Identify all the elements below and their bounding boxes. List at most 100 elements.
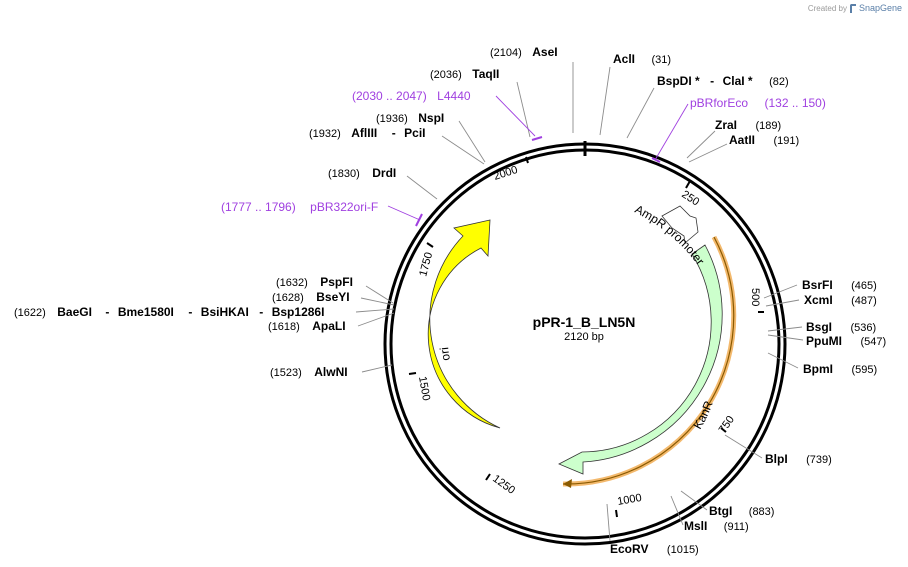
enzyme-bme1580i-name: Bme1580I — [118, 305, 174, 319]
ori-feature-label-path: ori — [437, 346, 453, 361]
tick-label-2000: 2000 — [492, 164, 519, 183]
enzyme-ecorv-pos: (1015) — [667, 544, 699, 556]
enzyme-aatii-name: AatII — [729, 133, 755, 147]
connector-bseyi — [360, 297, 395, 306]
ori-feature-label: ori — [437, 346, 453, 361]
enzyme-drdi-label: (1830) DrdI — [328, 164, 396, 181]
connector-ppumi — [767, 334, 804, 341]
tick-mark-1750 — [426, 242, 434, 248]
enzyme-aatii-pos: (191) — [773, 135, 799, 147]
enzyme-nspi-pos: (1936) — [376, 113, 408, 125]
enzyme-aatii-label: AatII (191) — [729, 131, 799, 148]
enzyme-bsp1286i-name: Bsp1286I — [272, 305, 325, 319]
tick-label-250: 250 — [679, 188, 701, 208]
enzyme-apali-pos: (1618) — [268, 321, 300, 333]
enzyme-baegi-sep: - — [105, 305, 109, 319]
enzyme-bsihkai-name: BsiHKAI — [201, 305, 249, 319]
enzyme-msli-label: MslI (911) — [684, 517, 749, 534]
connector-pspfi — [365, 285, 394, 304]
enzyme-alwni-pos: (1523) — [270, 367, 302, 379]
plasmid-length: 2120 bp — [564, 331, 604, 343]
enzyme-pspfi-name: PspFI — [320, 275, 353, 289]
credit-text: Created by — [807, 3, 847, 13]
primer-labels: (2030 .. 2047) L4440 pBRforEco (132 .. 1… — [221, 89, 826, 215]
tick-mark-1500 — [408, 372, 417, 375]
connector-bsgi — [767, 326, 803, 332]
enzyme-bsrfi-label: BsrFI (465) — [802, 276, 877, 293]
primer-pbr322ori-name: pBR322ori-F — [310, 200, 378, 214]
enzyme-acli-name: AclI — [613, 52, 635, 66]
connector-msli — [670, 495, 684, 526]
enzyme-taqii-label: (2036) TaqII — [430, 65, 499, 82]
enzyme-btgi-pos: (883) — [749, 506, 775, 518]
enzyme-afliii-pcii-label: (1932) AflIII - PciI — [309, 124, 426, 141]
enzyme-nspi-name: NspI — [418, 111, 444, 125]
connector-zrai — [686, 130, 716, 159]
connector-aatii — [688, 143, 728, 163]
connector-afliii — [441, 135, 485, 165]
enzyme-zrai-name: ZraI — [715, 118, 737, 132]
connector-nspi — [458, 120, 486, 163]
enzyme-zrai-label: ZraI (189) — [715, 116, 781, 133]
enzyme-afliii-sep: - — [392, 126, 396, 140]
snapgene-credit: Created by SnapGene — [808, 3, 902, 13]
tick-label-1750: 1750 — [417, 251, 435, 278]
connector-bsrfi — [763, 284, 798, 299]
tick-mark-1000 — [615, 509, 618, 518]
kanr-orange-arrowhead — [563, 479, 572, 488]
primer-pbrforeco-mark — [651, 157, 661, 163]
backbone — [383, 141, 787, 546]
primer-l4440-name: L4440 — [437, 89, 471, 103]
tick-label-1250: 1250 — [490, 473, 517, 497]
enzyme-ppumi-pos: (547) — [860, 336, 886, 348]
enzyme-btgi-label: BtgI (883) — [709, 502, 774, 519]
enzyme-labels: (2104) AseI AclI (31) (2036) TaqII BspDI… — [14, 45, 886, 557]
enzyme-bsrfi-name: BsrFI — [802, 278, 833, 292]
connector-bpmi — [767, 352, 799, 369]
connector-pbrforeco — [654, 103, 689, 161]
connector-l4440 — [495, 95, 536, 137]
tick-mark-2000 — [525, 156, 529, 164]
tick-label-1000: 1000 — [616, 492, 642, 508]
primer-l4440-range: (2030 .. 2047) — [352, 89, 427, 103]
tick-label-500: 500 — [749, 288, 761, 306]
primer-pbr322ori-label: (1777 .. 1796) pBR322ori-F — [221, 198, 378, 215]
enzyme-ecorv-label: EcoRV (1015) — [610, 540, 699, 557]
connector-baegi — [355, 308, 395, 313]
plasmid-name: pPR-1_B_LN5N — [533, 314, 636, 330]
connector-ecorv — [606, 503, 611, 542]
enzyme-apali-label: (1618) ApaLI — [268, 317, 346, 334]
enzyme-xcmi-label: XcmI (487) — [804, 291, 877, 308]
enzyme-ppumi-label: PpuMI (547) — [806, 332, 886, 349]
ori-feature-arrow — [427, 219, 501, 429]
enzyme-taqii-name: TaqII — [472, 67, 499, 81]
enzyme-bpmi-label: BpmI (595) — [803, 360, 877, 377]
enzyme-bme1580i-sep: - — [188, 305, 192, 319]
enzyme-clai-pos: (82) — [769, 76, 789, 88]
enzyme-alwni-name: AlwNI — [314, 365, 347, 379]
enzyme-drdi-name: DrdI — [372, 166, 396, 180]
enzyme-bpmi-pos: (595) — [851, 364, 877, 376]
label-connectors — [355, 62, 804, 542]
enzyme-blpi-label: BlpI (739) — [765, 450, 832, 467]
connector-acli — [599, 66, 611, 136]
tick-mark-250 — [685, 180, 691, 189]
kanr-feature-arrow — [558, 244, 723, 475]
enzyme-acli-pos: (31) — [651, 54, 671, 66]
enzyme-bspdi-name: BspDI * — [657, 74, 700, 88]
enzyme-alwni-label: (1523) AlwNI — [270, 363, 348, 380]
kanr-orange-inner — [562, 236, 735, 485]
enzyme-asei-pos: (2104) — [490, 47, 522, 59]
enzyme-bseyi-label: (1628) BseYI — [272, 288, 350, 305]
primer-pbrforeco-name: pBRforEco — [690, 96, 748, 110]
enzyme-btgi-name: BtgI — [709, 504, 732, 518]
kanr-feature-label: KanR — [690, 399, 715, 432]
tick-mark-1250 — [485, 473, 491, 481]
enzyme-xcmi-name: XcmI — [804, 293, 833, 307]
connector-taqii — [516, 81, 531, 138]
enzyme-msli-name: MslI — [684, 519, 707, 533]
enzyme-bseyi-name: BseYI — [316, 290, 349, 304]
snapgene-logo-icon — [849, 3, 856, 13]
enzyme-bseyi-pos: (1628) — [272, 292, 304, 304]
ampr-promoter-arrow — [661, 205, 699, 244]
